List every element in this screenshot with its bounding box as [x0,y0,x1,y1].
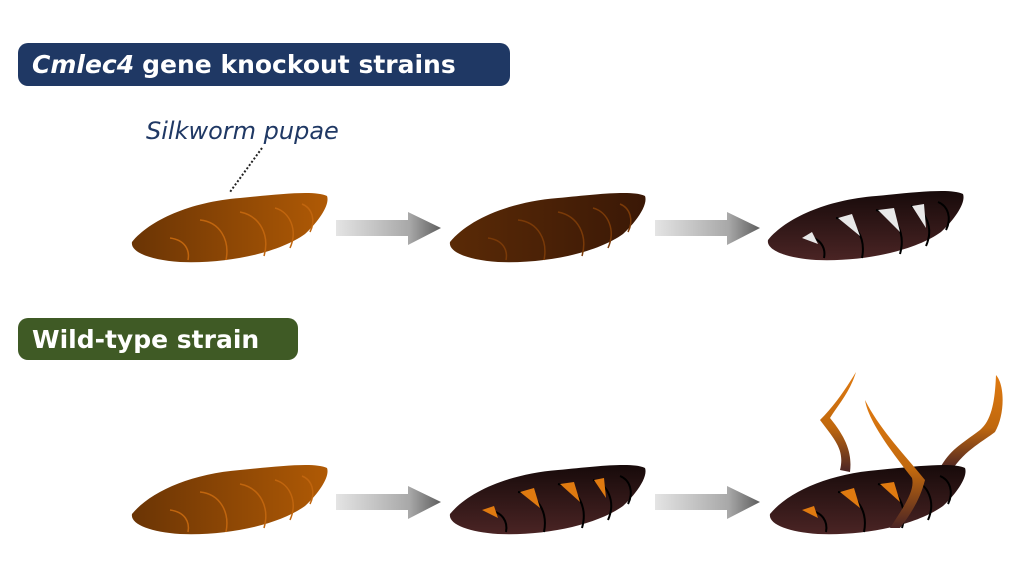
wildtype-strain-badge: Wild-type strain [18,318,298,360]
arrow-icon [655,486,760,519]
silkworm-pupae-label: Silkworm pupae [146,117,339,145]
pointer-line [229,147,263,193]
knockout-label: gene knockout strains [142,50,456,79]
pupa-wildtype-stage2 [449,464,646,535]
arrow-icon [655,212,760,245]
wildtype-label: Wild-type strain [32,324,260,354]
pupa-knockout-stage1 [131,192,328,263]
pupa-wildtype-stage1 [131,464,328,535]
knockout-strains-badge: Cmlec4 gene knockout strains [18,43,510,86]
arrow-icon [336,212,441,245]
pupa-wildtype-emerging-moth [769,372,1003,535]
pupa-knockout-stage2 [449,192,646,263]
pupa-knockout-stage3 [767,190,964,261]
gene-name: Cmlec4 [32,50,135,79]
arrow-icon [336,486,441,519]
